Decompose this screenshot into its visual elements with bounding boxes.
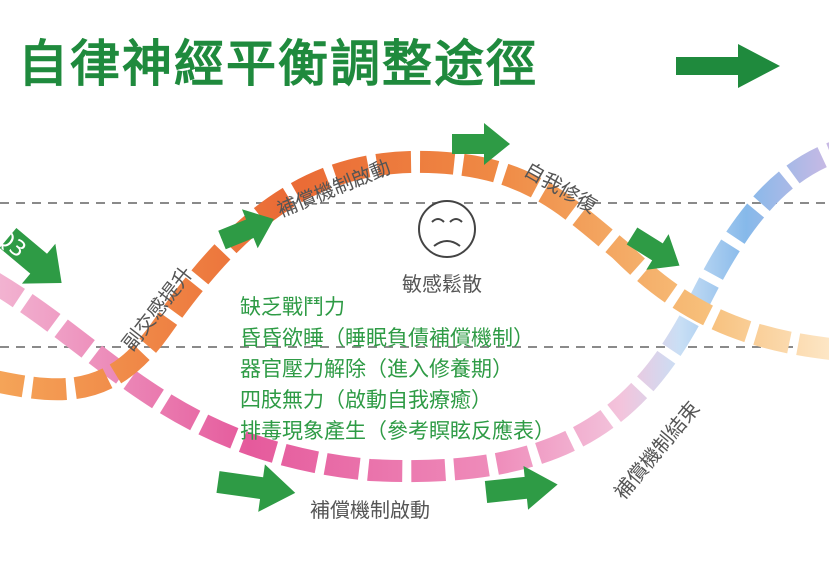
- green-arrow-icon: [484, 465, 558, 510]
- pink-blue-wave: [0, 142, 829, 482]
- symptom-item: 器官壓力解除（進入修養期）: [240, 357, 513, 381]
- green-arrow-icon: [0, 228, 62, 284]
- page-title: 自律神經平衡調整途徑: [18, 35, 538, 93]
- symptom-item: 排毒現象產生（參考瞑眩反應表）: [240, 419, 555, 443]
- orange-wave: [0, 150, 829, 401]
- symptom-item: 昏昏欲睡（睡眠負債補償機制）: [240, 326, 534, 350]
- green-arrow-icon: [452, 123, 510, 165]
- symptom-item: 四肢無力（啟動自我療癒）: [240, 388, 492, 412]
- green-arrow-icon: [218, 209, 274, 250]
- compensation-start-bottom-label: 補償機制啟動: [310, 498, 430, 522]
- sad-face-icon: [418, 200, 476, 258]
- symptom-item: 缺乏戰鬥力: [240, 295, 345, 319]
- sensitivity-loose-label: 敏感鬆散: [402, 272, 482, 296]
- symptom-list: 缺乏戰鬥力 昏昏欲睡（睡眠負債補償機制） 器官壓力解除（進入修養期） 四肢無力（…: [240, 292, 555, 447]
- green-arrow-icon: [216, 464, 296, 512]
- green-arrow-icon: [626, 227, 680, 270]
- title-arrow-icon: [676, 44, 780, 88]
